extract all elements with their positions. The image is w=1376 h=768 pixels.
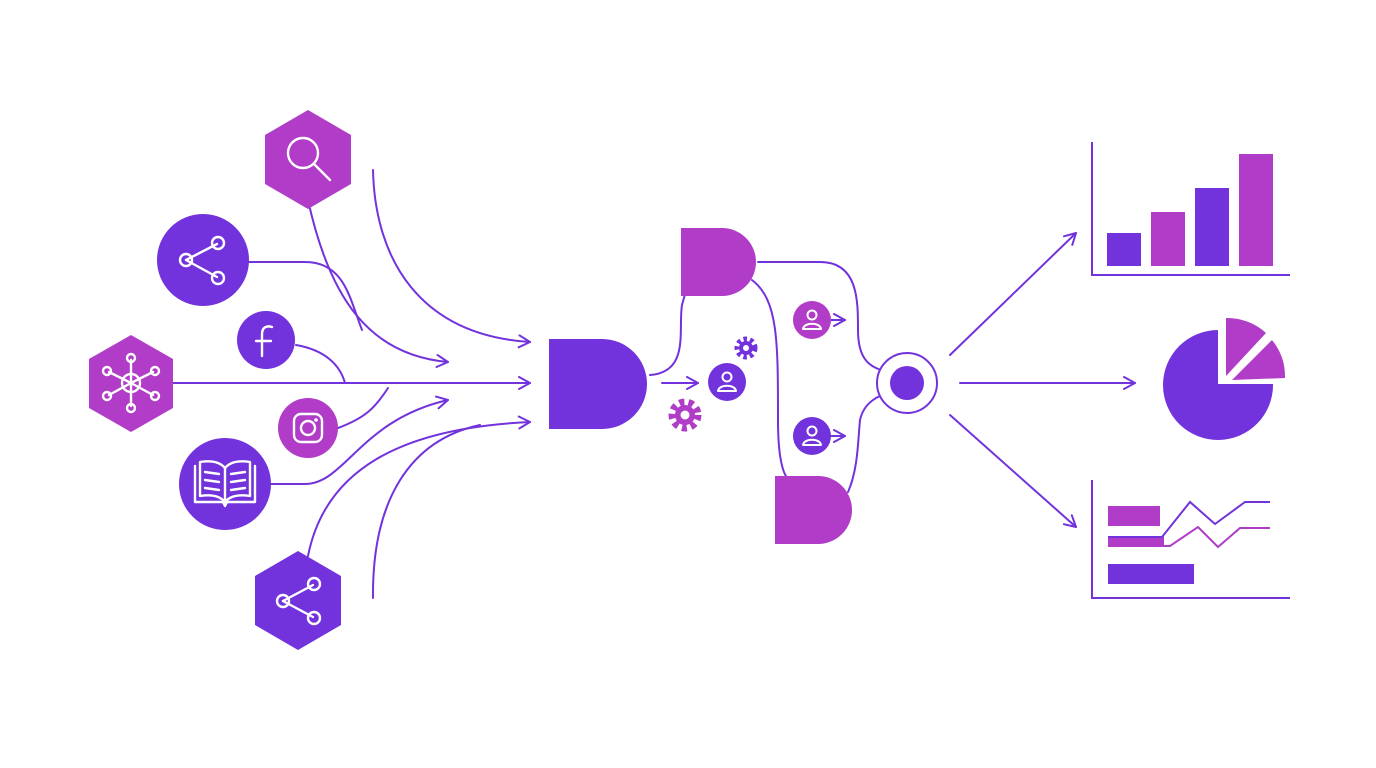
bar-chart-icon (1091, 142, 1290, 276)
edge-facebook-to-merge (295, 344, 346, 384)
edge-lower-to-node (847, 391, 891, 493)
output-connectors (949, 232, 1136, 528)
instagram-icon (292, 412, 324, 444)
search-hexagon (265, 110, 351, 209)
combo-chart-bar (1108, 564, 1194, 584)
combo-chart-axes (1091, 480, 1290, 599)
output-node (876, 352, 938, 414)
combo-chart-line (1108, 500, 1270, 538)
combo-chart-line (1108, 525, 1270, 549)
user-icon (717, 371, 737, 392)
bar-chart-axes (1091, 142, 1290, 276)
edge-bottom-curve-to-merge (371, 424, 481, 599)
bar-chart-bar (1107, 233, 1141, 266)
source-share (157, 214, 249, 306)
source-instagram (278, 398, 338, 458)
edge-instagram-to-merge (337, 387, 389, 429)
search-icon (286, 136, 332, 182)
bar-chart-bar (1239, 154, 1273, 266)
output-node-core (890, 366, 924, 400)
lower-gate (775, 476, 852, 544)
processing-connectors (649, 261, 891, 493)
source-search (265, 110, 351, 209)
edge-node-to-bar-chart (949, 232, 1077, 356)
source-book (179, 438, 271, 530)
edge-share2-to-merge (307, 415, 531, 557)
network-icon (101, 352, 161, 414)
book-icon (193, 460, 257, 508)
facebook-icon (254, 325, 274, 358)
edge-search-to-merge (307, 199, 449, 368)
source-share-2 (255, 551, 341, 650)
instagram-circle (278, 398, 338, 458)
edge-share-to-merge (247, 261, 363, 331)
combo-chart-bar (1108, 536, 1164, 546)
pie-slice-main (1163, 330, 1274, 440)
edge-book-to-merge (269, 395, 449, 485)
bar-chart-bar (1195, 188, 1229, 266)
user-node-3 (793, 417, 831, 455)
share-icon (178, 235, 226, 286)
user-node-2 (708, 363, 746, 401)
upper-gate (681, 228, 756, 296)
gear-icon (668, 398, 702, 432)
gear-icon (734, 336, 758, 360)
line-bar-chart-icon (1091, 480, 1290, 599)
edge-top-curve-to-merge (372, 169, 531, 349)
edge-merge-to-upper (649, 289, 691, 376)
edge-upper-to-lower (751, 279, 791, 481)
edge-node-to-combo-chart (949, 414, 1077, 528)
bar-chart-bar (1151, 212, 1185, 266)
pie-slice-magenta-2 (1232, 340, 1286, 380)
share-icon (275, 576, 322, 626)
source-connectors (171, 169, 531, 599)
user-node-1 (793, 301, 831, 339)
pie-slice-magenta (1226, 317, 1266, 376)
pie-chart-icon (1163, 317, 1286, 440)
user-icon (802, 425, 822, 446)
edge-upper-to-node (757, 261, 889, 373)
source-network (89, 335, 173, 432)
source-facebook (237, 311, 295, 369)
share-hexagon (255, 551, 341, 650)
merge-gate (549, 339, 647, 429)
user-icon (802, 309, 822, 330)
combo-chart-bar (1108, 506, 1160, 526)
share-circle (157, 214, 249, 306)
